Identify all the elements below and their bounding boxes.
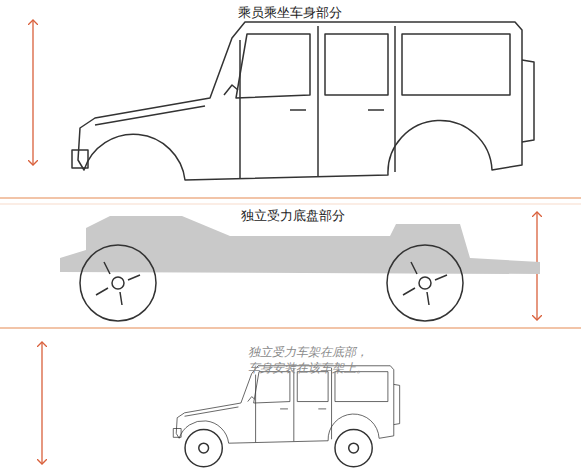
separator-line	[0, 203, 581, 204]
caption-note: 独立受力车架在底部， 车身安装在该车架上。	[244, 344, 371, 376]
separator-line	[0, 197, 581, 199]
separator-line	[0, 327, 581, 329]
car-body	[72, 22, 534, 180]
section-heading: 乘员乘坐车身部分	[238, 4, 342, 22]
section-heading: 独立受力底盘部分	[238, 207, 348, 225]
small-car	[173, 366, 399, 467]
chassis-wheels	[80, 245, 463, 321]
height-arrow	[32, 20, 33, 165]
height-arrow	[41, 342, 42, 464]
